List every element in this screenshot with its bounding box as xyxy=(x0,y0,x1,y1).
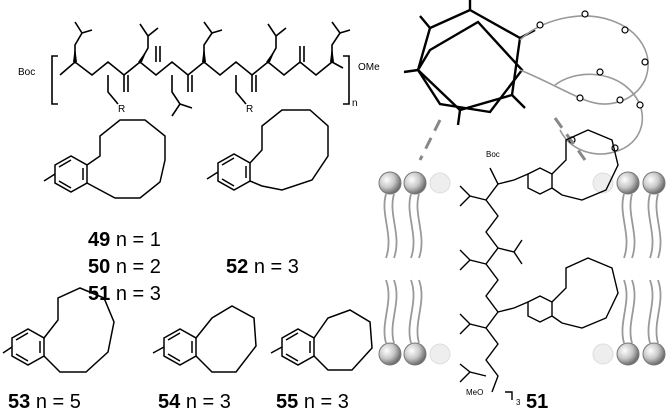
membrane-repeat-subscript: 3 xyxy=(516,398,521,407)
helix-top-view xyxy=(403,0,536,126)
compound-55-label: 55 n = 3 xyxy=(276,391,349,414)
compound-51-n: n = 3 xyxy=(115,283,161,305)
repeat-n-label: n xyxy=(352,98,358,109)
crown-49-structure xyxy=(43,119,166,199)
membrane-compound-label: 51 xyxy=(526,391,548,414)
crown-53-structure xyxy=(2,287,115,373)
membrane-boc-label: Boc xyxy=(486,150,500,159)
compound-52-n: n = 3 xyxy=(253,256,299,278)
crown-55-structure xyxy=(270,309,373,371)
compound-55-n: n = 3 xyxy=(303,391,349,413)
membrane-meo-label: MeO xyxy=(466,388,484,397)
zoom-lines xyxy=(418,117,587,161)
pendant-crown-upper xyxy=(527,129,619,201)
compound-53-label: 53 n = 5 xyxy=(8,391,81,414)
r-label-2: R xyxy=(246,104,254,115)
compound-50-n: n = 2 xyxy=(115,256,161,278)
compound-51-id: 51 xyxy=(88,283,111,305)
compound-49-label: 49 n = 1 xyxy=(88,229,161,252)
pendant-crown-lower xyxy=(527,257,619,329)
membrane-peptide xyxy=(459,167,529,400)
boc-label: Boc xyxy=(18,67,36,78)
compound-53-id: 53 xyxy=(8,391,31,413)
compound-49-n: n = 1 xyxy=(115,229,161,251)
crown-54-structure xyxy=(152,305,257,373)
membrane-compound-id: 51 xyxy=(526,391,549,413)
compound-51-label: 51 n = 3 xyxy=(88,283,161,306)
compound-52-id: 52 xyxy=(226,256,249,278)
compound-50-id: 50 xyxy=(88,256,111,278)
peptide-backbone xyxy=(51,21,351,117)
crown-top-view xyxy=(519,15,649,155)
compound-54-id: 54 xyxy=(158,391,181,413)
compound-52-label: 52 n = 3 xyxy=(226,256,299,279)
compound-49-id: 49 xyxy=(88,229,111,251)
ome-label: OMe xyxy=(358,62,380,73)
compound-55-id: 55 xyxy=(276,391,299,413)
compound-54-n: n = 3 xyxy=(185,391,231,413)
compound-53-n: n = 5 xyxy=(35,391,81,413)
lipid-bilayer xyxy=(378,171,666,366)
r-label-1: R xyxy=(118,104,126,115)
compound-50-label: 50 n = 2 xyxy=(88,256,161,279)
compound-54-label: 54 n = 3 xyxy=(158,391,231,414)
crown-52-structure xyxy=(206,109,329,191)
